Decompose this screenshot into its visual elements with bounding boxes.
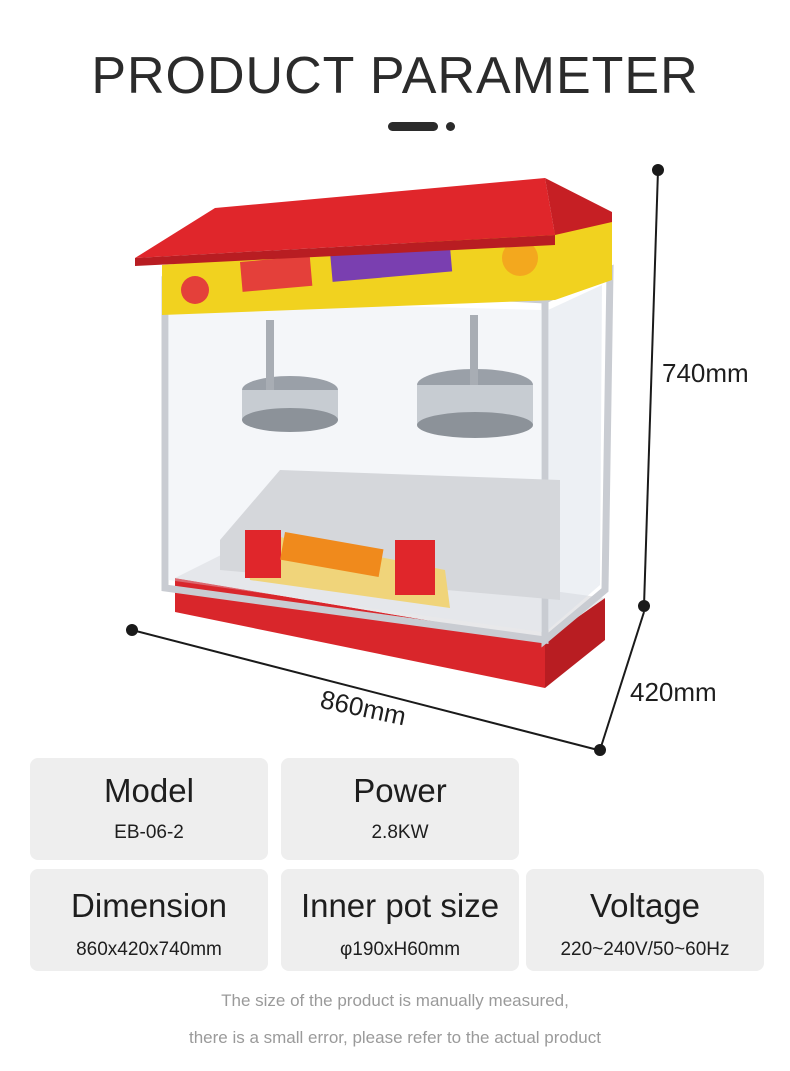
dimension-lines bbox=[126, 164, 664, 756]
spec-value: EB-06-2 bbox=[114, 822, 184, 843]
title-decoration-bar bbox=[388, 122, 438, 131]
spec-value: 2.8KW bbox=[371, 822, 429, 843]
spec-value: 860x420x740mm bbox=[76, 939, 222, 960]
spec-value: 220~240V/50~60Hz bbox=[560, 939, 730, 960]
spec-label: Inner pot size bbox=[300, 887, 500, 924]
measurement-note-line2: there is a small error, please refer to … bbox=[189, 1028, 601, 1047]
popcorn-machine-illustration bbox=[126, 164, 664, 756]
height-dimension-label: 740mm bbox=[662, 358, 749, 388]
spec-label: Power bbox=[353, 772, 447, 809]
roof bbox=[135, 178, 612, 266]
measurement-note-line1: The size of the product is manually meas… bbox=[221, 991, 569, 1010]
title-decoration-dot bbox=[446, 122, 455, 131]
kettle-right bbox=[417, 315, 533, 438]
depth-dimension-label: 420mm bbox=[630, 677, 717, 707]
spec-label: Voltage bbox=[589, 887, 701, 924]
spec-card-voltage: Voltage 220~240V/50~60Hz bbox=[526, 869, 764, 971]
popcorn-banner bbox=[162, 212, 612, 315]
spec-card-dimension: Dimension 860x420x740mm bbox=[30, 869, 268, 971]
spec-label: Dimension bbox=[71, 887, 227, 924]
spec-value: φ190xH60mm bbox=[339, 939, 461, 960]
spec-card-model: Model EB-06-2 bbox=[30, 758, 268, 860]
popcorn-sign bbox=[245, 530, 450, 608]
kettle-left bbox=[242, 320, 338, 432]
spec-card-power: Power 2.8KW bbox=[281, 758, 519, 860]
spec-label: Model bbox=[104, 772, 194, 809]
page-title: PRODUCT PARAMETER bbox=[91, 47, 699, 105]
spec-card-inner-pot-size: Inner pot size φ190xH60mm bbox=[281, 869, 519, 971]
